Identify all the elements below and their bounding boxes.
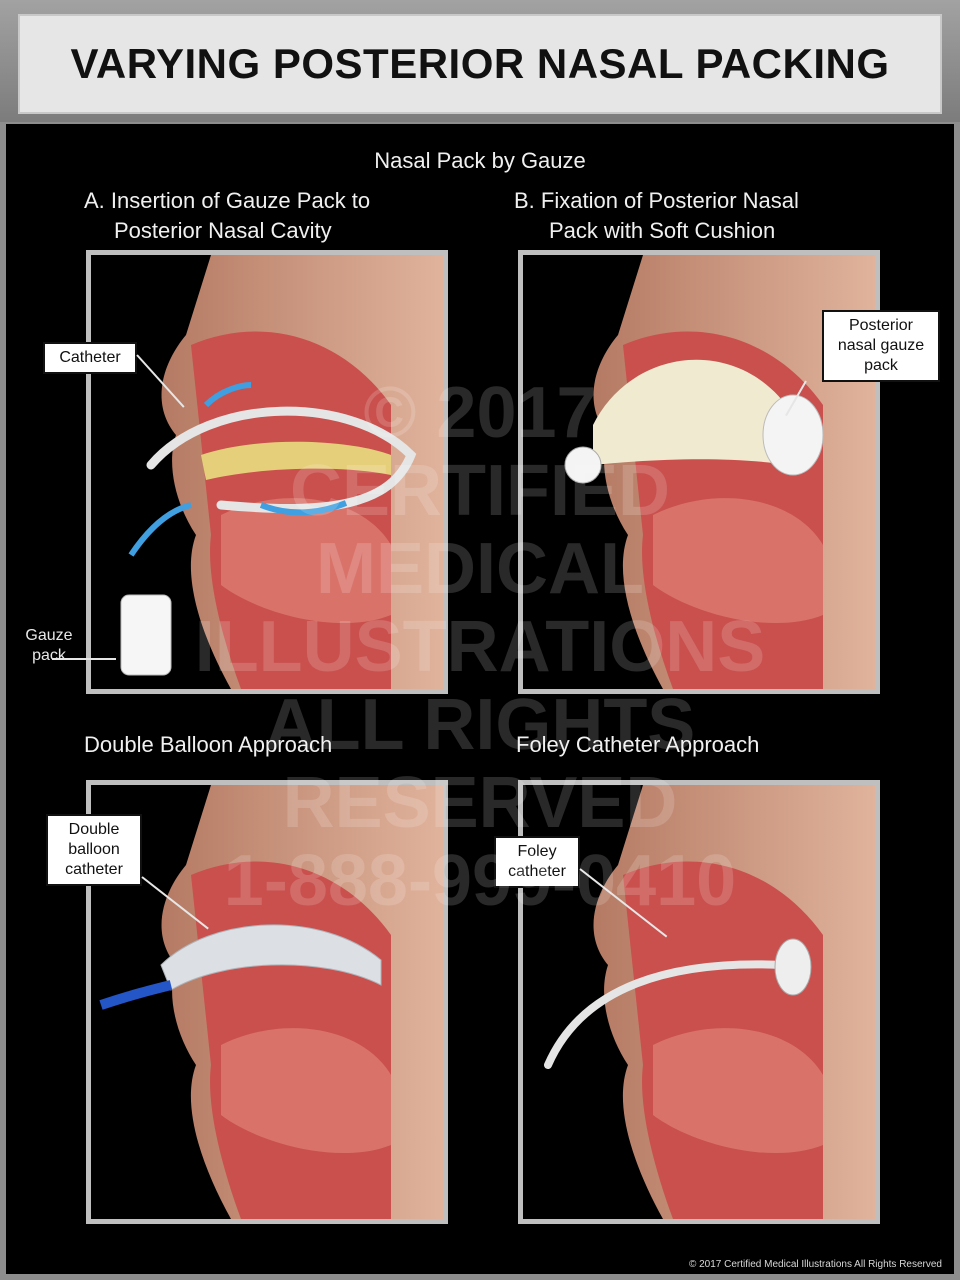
arrow-icon bbox=[128, 502, 192, 557]
panel-c-drawing bbox=[99, 785, 443, 1219]
tongue bbox=[653, 1028, 823, 1154]
panel-a-heading-line2: Posterior Nasal Cavity bbox=[114, 218, 332, 243]
callout-b-line2: nasal gauze bbox=[837, 337, 925, 354]
tongue bbox=[653, 498, 823, 624]
callout-b-line3: pack bbox=[864, 357, 898, 374]
arrow-icon bbox=[259, 500, 348, 516]
balloon-inflation-port bbox=[99, 980, 173, 1010]
panel-d-heading: Foley Catheter Approach bbox=[516, 732, 760, 757]
footer-copyright: © 2017 Certified Medical Illustrations A… bbox=[688, 1259, 942, 1270]
double-balloon-catheter-shape bbox=[160, 924, 382, 991]
foley-catheter-tube bbox=[544, 960, 787, 1069]
panel-a-drawing bbox=[120, 255, 443, 689]
tongue bbox=[221, 498, 391, 624]
section-title: Nasal Pack by Gauze bbox=[374, 148, 586, 173]
callout-double-balloon-catheter: Double balloon catheter bbox=[46, 814, 142, 886]
callout-c-line3: catheter bbox=[65, 861, 123, 878]
panel-b-heading-line1: B. Fixation of Posterior Nasal bbox=[514, 188, 799, 213]
soft-cushion bbox=[564, 446, 602, 484]
callout-c-line1: Double bbox=[68, 821, 120, 838]
panel-b-illustration bbox=[518, 250, 880, 694]
panel-c-heading: Double Balloon Approach bbox=[84, 732, 333, 757]
callout-d-line2: catheter bbox=[508, 863, 566, 880]
callout-posterior-nasal-gauze-pack: Posterior nasal gauze pack bbox=[822, 310, 940, 382]
callout-b-line1: Posterior bbox=[848, 317, 914, 334]
page-title: VARYING POSTERIOR NASAL PACKING bbox=[70, 40, 890, 87]
panel-d-drawing bbox=[544, 785, 875, 1219]
panel-b-drawing bbox=[564, 255, 875, 689]
panel-b-heading-line2: Pack with Soft Cushion bbox=[549, 218, 776, 243]
label-gauze-line1: Gauze bbox=[25, 627, 73, 644]
callout-catheter-text: Catheter bbox=[59, 349, 121, 366]
main-area: Nasal Pack by Gauze A. Insertion of Gauz… bbox=[6, 124, 954, 1274]
gauze-pack-shape bbox=[120, 594, 172, 676]
foley-balloon bbox=[774, 938, 812, 996]
label-gauze-line2: pack bbox=[32, 647, 66, 664]
catheter-tube bbox=[146, 406, 417, 513]
gauze-pack-shape bbox=[593, 359, 793, 465]
posterior-gauze-pack bbox=[762, 394, 824, 476]
callout-foley-catheter: Foley catheter bbox=[494, 836, 580, 888]
callout-d-line1: Foley bbox=[517, 843, 557, 860]
header-bar: VARYING POSTERIOR NASAL PACKING bbox=[0, 0, 960, 122]
panel-a-heading-line1: A. Insertion of Gauze Pack to bbox=[84, 188, 371, 213]
callout-c-line2: balloon bbox=[68, 841, 120, 858]
panel-a-illustration bbox=[86, 250, 448, 694]
tongue bbox=[221, 1028, 391, 1154]
panel-c-illustration bbox=[86, 780, 448, 1224]
arrow-icon bbox=[203, 382, 252, 408]
leader-line-gauze bbox=[52, 658, 116, 660]
title-box: VARYING POSTERIOR NASAL PACKING bbox=[18, 14, 942, 114]
hard-palate bbox=[201, 441, 391, 480]
label-gauze-pack: Gauze pack bbox=[14, 626, 84, 666]
callout-catheter: Catheter bbox=[43, 342, 137, 374]
